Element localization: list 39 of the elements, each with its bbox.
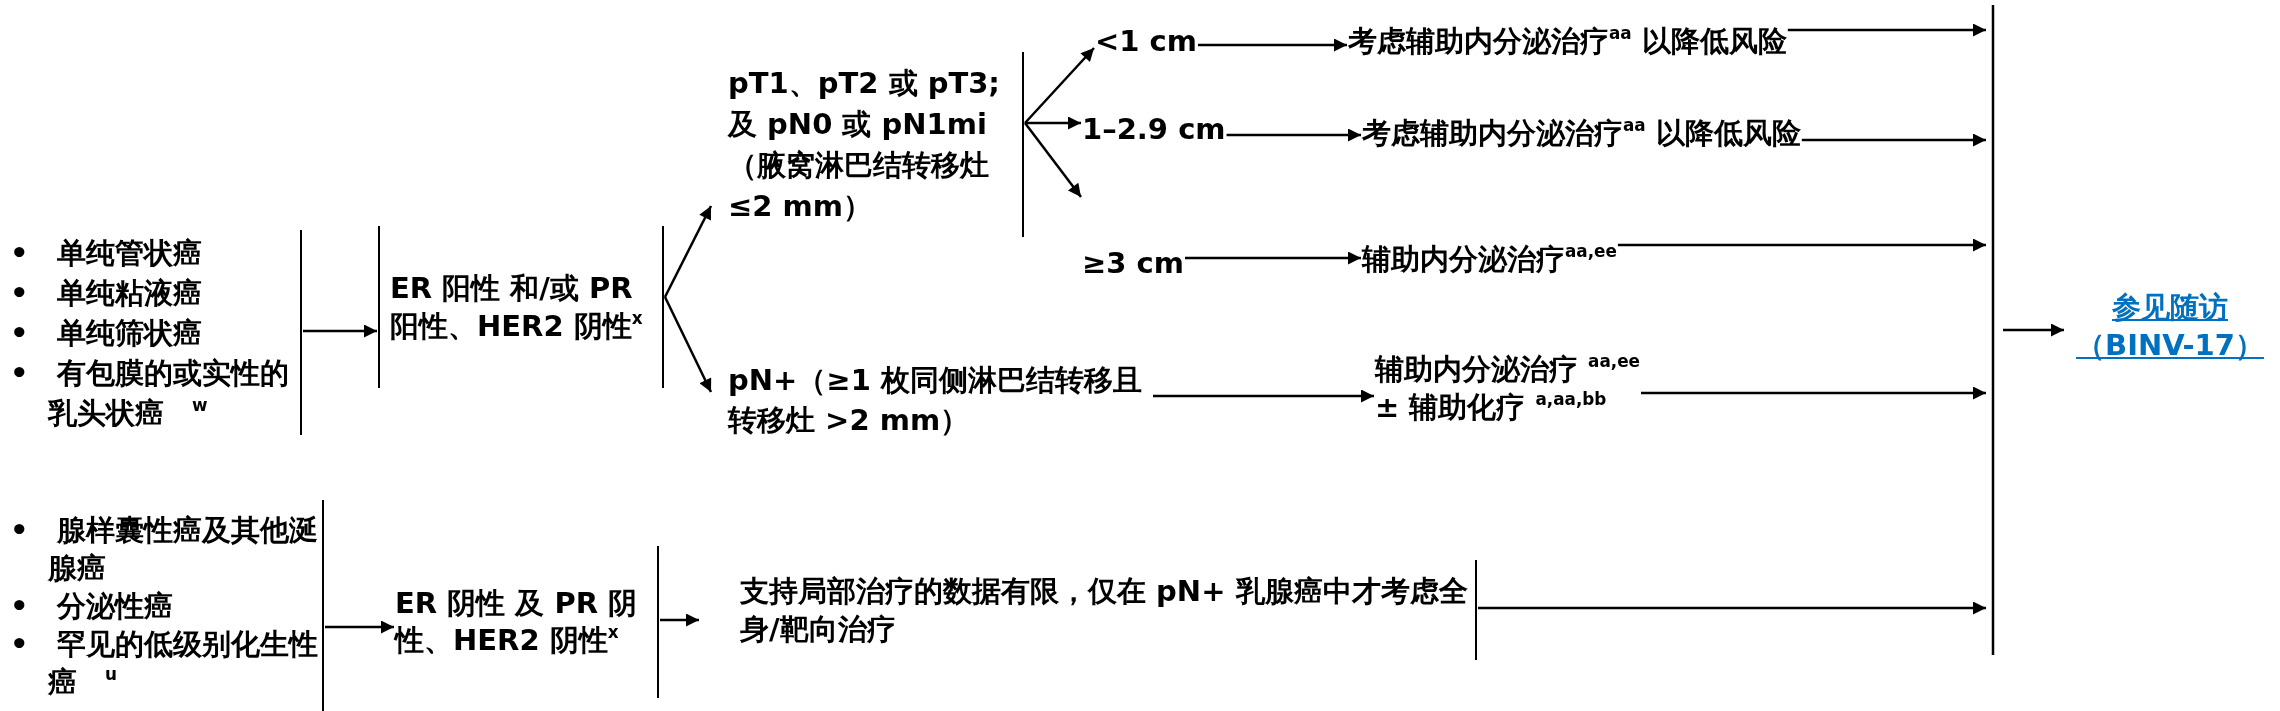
merge-arrow — [1991, 3, 2066, 657]
step-text: 考虑辅助内分泌治疗$^{aa}$ 以降低风险 — [1362, 114, 1801, 154]
arrow — [1198, 38, 1347, 52]
arrow — [1024, 122, 1082, 198]
arrow — [1641, 386, 1986, 400]
arrow — [1185, 251, 1361, 265]
step-text: 辅助内分泌治疗$^{aa,ee}$ — [1362, 240, 1617, 280]
list-item: • 单纯筛状癌 — [10, 314, 203, 352]
bracketed-text: ER 阳性 和/或 PR 阳性、HER2 阴性$^{x}$ — [378, 226, 664, 388]
arrow — [1024, 47, 1095, 124]
bracketed-text: pT1、pT2 或 pT3; 及 pN0 或 pN1mi （腋窝淋巴结转移灶≤2 mm） — [712, 52, 1024, 237]
arrow — [1787, 23, 1986, 37]
bracketed-text: ER 阴性 及 PR 阴性、HER2 阴性$^{x}$ — [395, 546, 659, 698]
step-text: pN+（≥1 枚同侧淋巴结转移且转移灶 >2 mm） — [712, 360, 1152, 440]
list-item: • 腺样囊性癌及其他涎腺癌 — [10, 511, 319, 587]
arrow — [660, 613, 699, 627]
arrow — [325, 620, 394, 634]
step-text: 辅助内分泌治疗 $^{aa,ee}$ — [1375, 350, 1640, 388]
arrow — [1025, 116, 1081, 130]
list-item: • 罕见的低级别化生性癌 $^{u}$ — [10, 625, 319, 701]
list-item: • 分泌性癌 — [10, 587, 174, 625]
step-text: 1–2.9 cm — [1082, 112, 1226, 146]
arrow — [663, 296, 713, 393]
follow-up-link: 参见随访（BINV-17） — [2065, 288, 2275, 364]
step-text: ± 辅助化疗 $^{a,aa,bb}$ — [1375, 388, 1608, 426]
list-item: • 有包膜的或实性的乳头状癌 $^{w}$ — [10, 354, 290, 432]
arrow — [1153, 389, 1374, 403]
arrow — [1478, 601, 1986, 615]
arrow — [303, 324, 377, 338]
arrow — [1801, 133, 1986, 147]
step-text: <1 cm — [1095, 24, 1197, 58]
arrow — [1226, 128, 1361, 142]
step-text: ≥3 cm — [1082, 196, 1184, 280]
bracketed-text: 支持局部治疗的数据有限，仅在 pN+ 乳腺癌中才考虑全身/靶向治疗 — [700, 560, 1477, 660]
list-item: • 单纯粘液癌 — [10, 274, 203, 312]
step-text: 考虑辅助内分泌治疗$^{aa}$ 以降低风险 — [1348, 22, 1787, 62]
arrow — [1617, 238, 1986, 252]
list-item: • 单纯管状癌 — [10, 234, 203, 272]
arrow — [663, 205, 713, 298]
